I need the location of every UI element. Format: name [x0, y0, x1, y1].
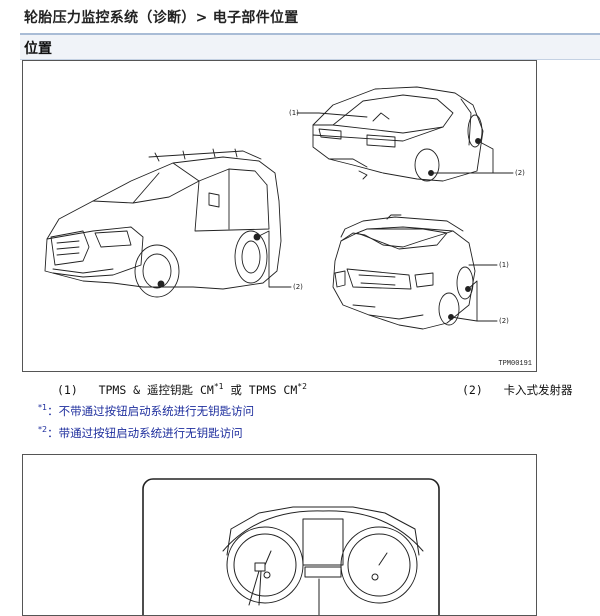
instrument-cluster-illustration	[142, 478, 440, 615]
breadcrumb: 轮胎压力监控系统（诊断）> 电子部件位置	[24, 10, 299, 26]
footnote-2-mark: *2	[38, 425, 48, 434]
legend-item-2-label: 卡入式发射器	[503, 383, 573, 397]
callout-1-suv-rear: (1)	[499, 261, 509, 269]
callout-1-sedan: (1)	[289, 109, 299, 117]
sedan-rear-view	[312, 86, 484, 182]
legend-item-1-sup-b: *2	[297, 382, 307, 391]
footnote-1-text: ：不带通过按钮启动系统进行无钥匙访问	[47, 404, 255, 418]
vehicle-illustration	[44, 86, 514, 330]
legend-item-1-label-b: 或 TPMS CM	[223, 383, 298, 397]
legend-item-1: (1) TPMS & 遥控钥匙 CM*1 或 TPMS CM*2	[57, 382, 307, 398]
suv-rear-view	[332, 214, 476, 330]
footnote-1-mark: *1	[38, 403, 48, 412]
legend-item-2: (2) 卡入式发射器	[462, 382, 573, 398]
legend-item-1-label-a: TPMS & 遥控钥匙 CM	[98, 383, 214, 397]
section-header: 位置	[20, 33, 600, 60]
footnote-1: *1：不带通过按钮启动系统进行无钥匙访问	[38, 403, 254, 419]
callout-2-suv-rear: (2)	[499, 317, 509, 325]
legend-item-1-sup-a: *1	[213, 382, 224, 391]
footnote-2-text: ：带通过按钮启动系统进行无钥匙访问	[47, 426, 243, 440]
footnote-2: *2：带通过按钮启动系统进行无钥匙访问	[38, 425, 243, 441]
section-title: 位置	[24, 41, 52, 57]
instrument-cluster-figure	[22, 454, 537, 616]
suv-front-view	[44, 148, 282, 298]
callout-2-sedan: (2)	[515, 169, 525, 177]
legend-item-2-number: (2)	[462, 383, 483, 397]
component-location-figure: (1) (2) (2) (1) (2) TPM00191	[22, 60, 537, 372]
figure-code: TPM00191	[498, 360, 532, 368]
callout-2-suv-front: (2)	[293, 283, 303, 291]
legend-item-1-number: (1)	[57, 383, 78, 397]
